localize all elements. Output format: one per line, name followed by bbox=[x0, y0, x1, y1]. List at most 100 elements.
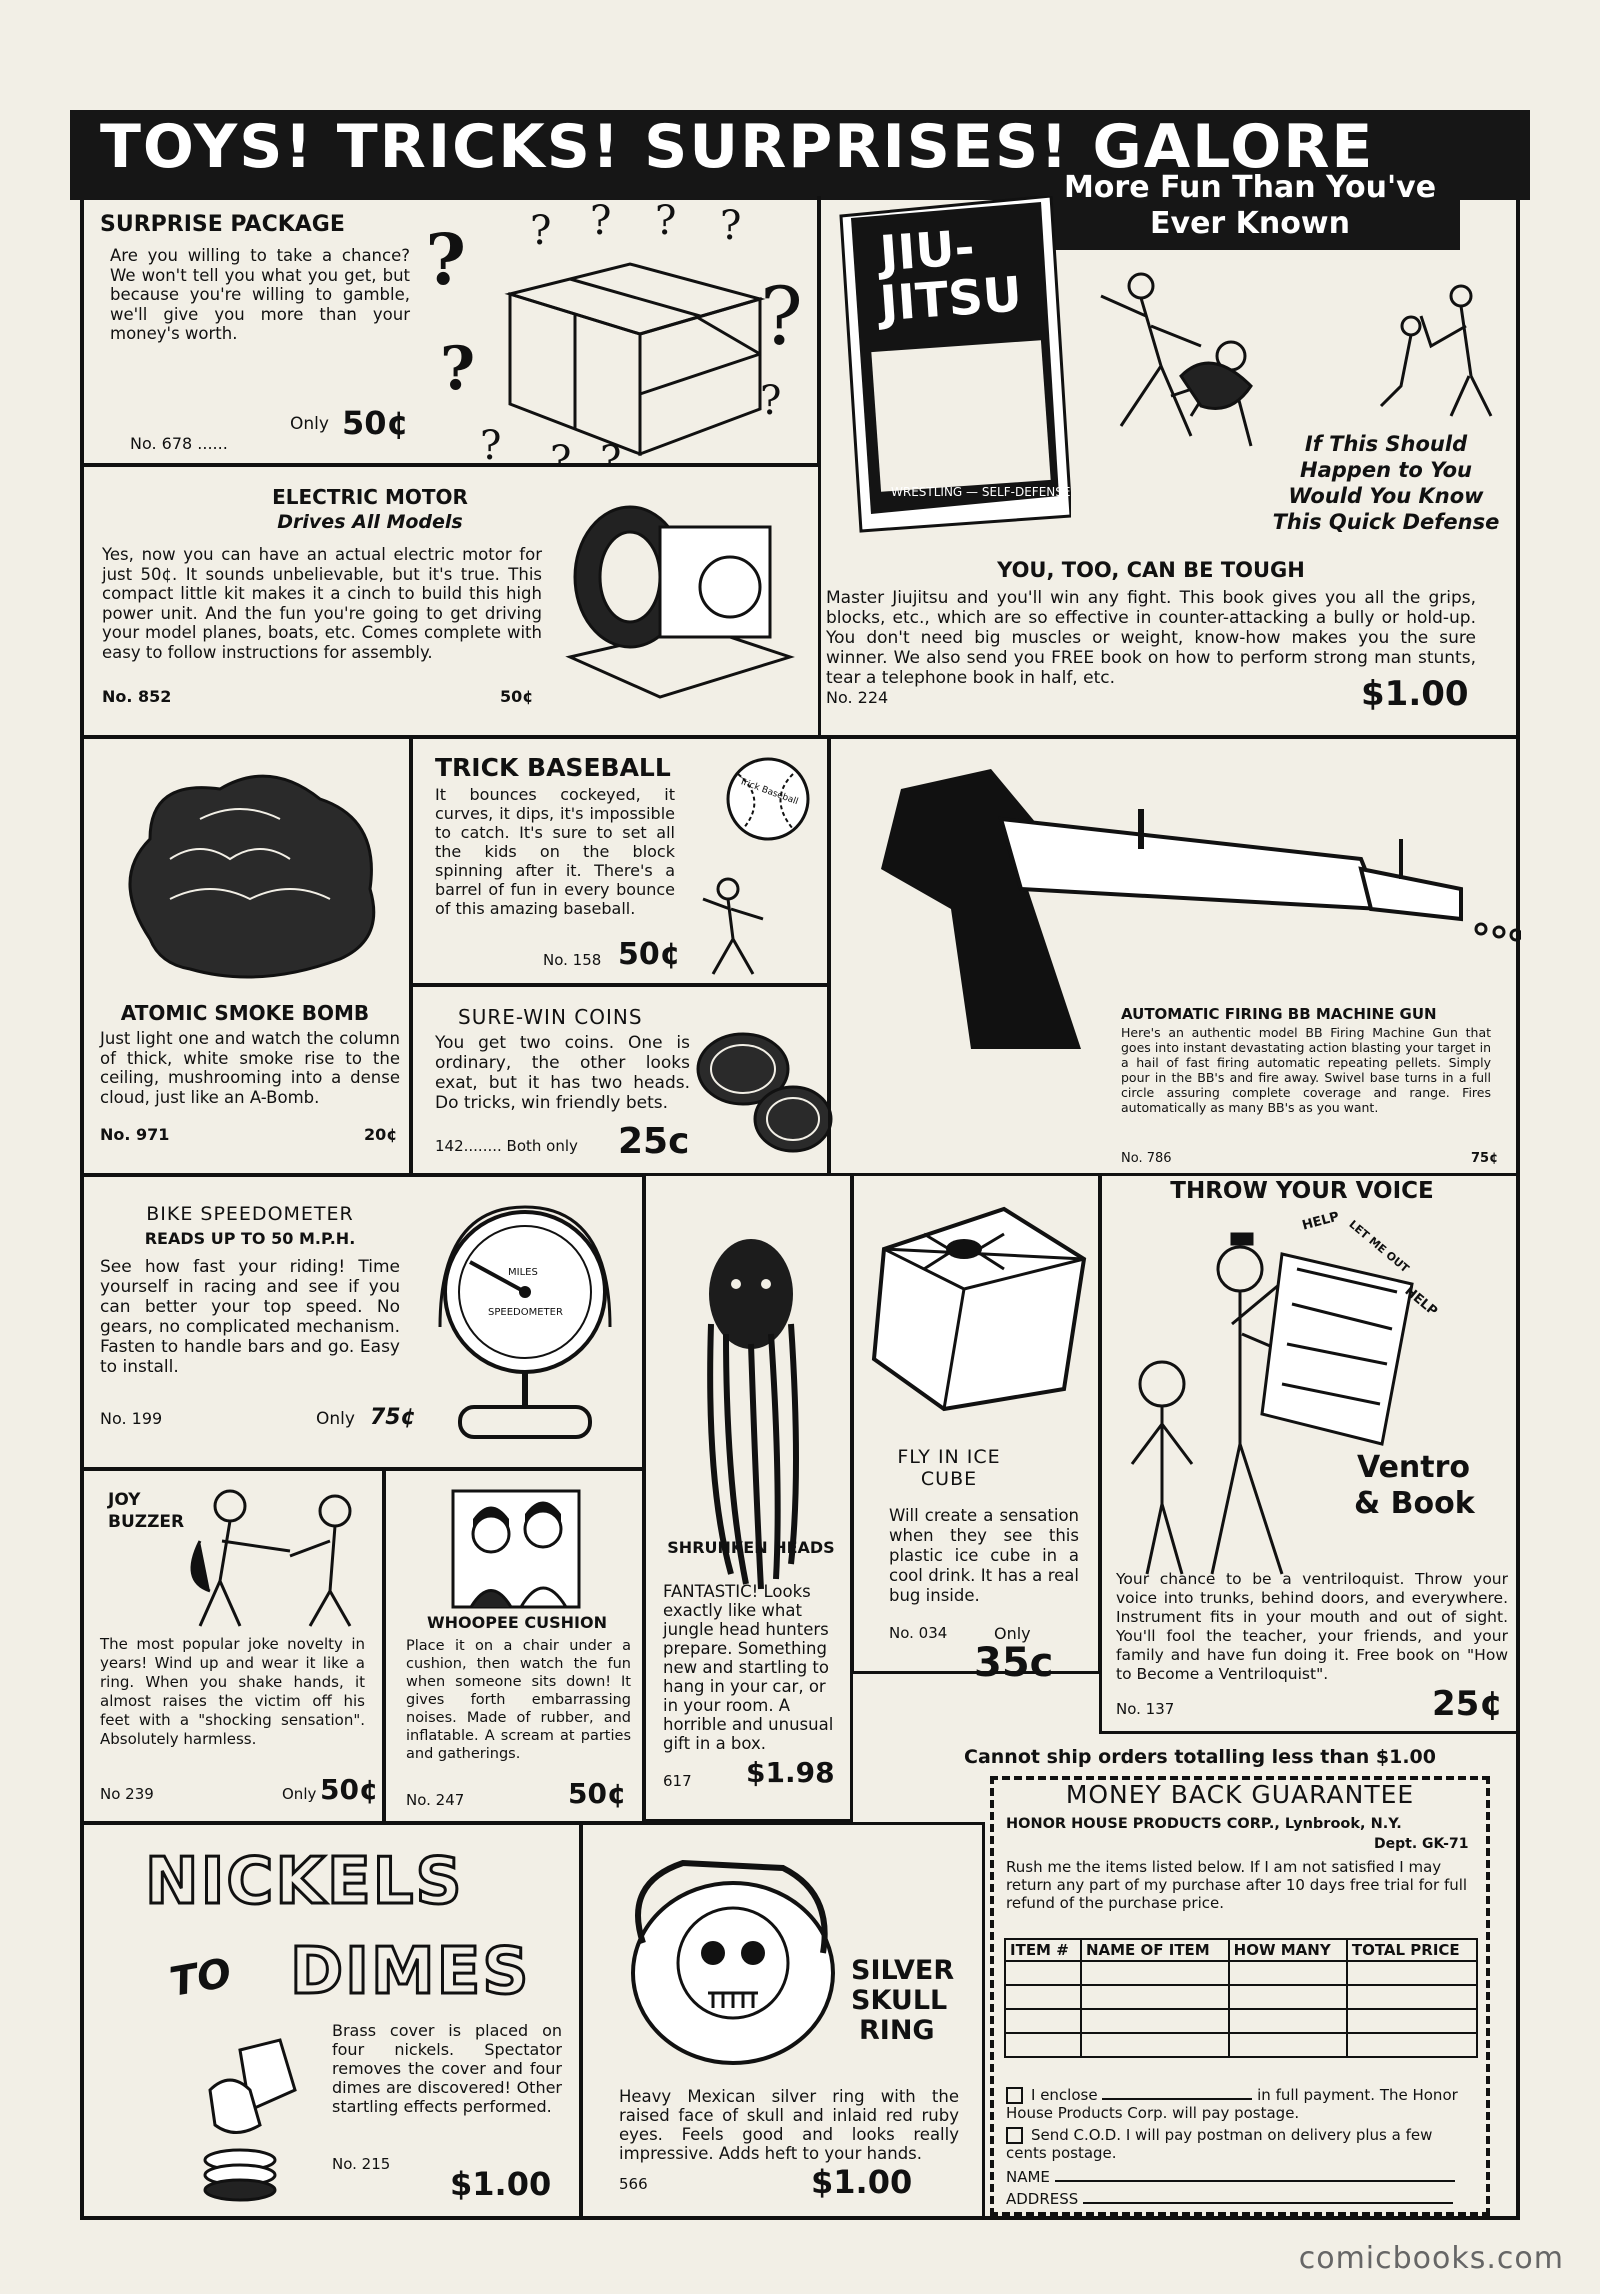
enclose-amount-field[interactable] bbox=[1102, 2098, 1253, 2100]
baseball-title: TRICK BASEBALL bbox=[435, 753, 671, 782]
order-cell[interactable] bbox=[1079, 1984, 1230, 2010]
order-cell[interactable] bbox=[1004, 2008, 1082, 2034]
order-cell[interactable] bbox=[1004, 1960, 1082, 1986]
voice-number: No. 137 bbox=[1116, 1700, 1175, 1718]
order-cell[interactable] bbox=[1079, 1960, 1230, 1986]
speedo-only: Only bbox=[316, 1409, 355, 1429]
heads-price: $1.98 bbox=[746, 1756, 835, 1789]
svg-text:JITSU: JITSU bbox=[875, 266, 1024, 332]
joy-only: Only bbox=[282, 1785, 317, 1803]
order-cell[interactable] bbox=[1079, 2032, 1230, 2058]
gun-number: No. 786 bbox=[1121, 1151, 1172, 1166]
jiujitsu-caption: If This Should Happen to You Would You K… bbox=[1272, 432, 1500, 534]
smoke-cloud-icon bbox=[128, 774, 376, 979]
order-cell[interactable] bbox=[1227, 2032, 1348, 2058]
ventriloquist-scene-icon bbox=[1130, 1232, 1414, 1575]
order-cell[interactable] bbox=[1345, 1960, 1479, 1986]
order-cell[interactable] bbox=[1345, 2008, 1479, 2034]
whoopee-title: WHOOPEE CUSHION bbox=[427, 1613, 607, 1632]
ice-title: FLY IN ICE CUBE bbox=[897, 1446, 1001, 1490]
whoopee-price: 50¢ bbox=[568, 1777, 627, 1810]
smoke-body: Just light one and watch the column of t… bbox=[100, 1029, 400, 1107]
smoke-title: ATOMIC SMOKE BOMB bbox=[120, 1001, 370, 1025]
throw-your-voice-panel: THROW YOUR VOICE HELP LET ME OUT HELP Ve… bbox=[1099, 1174, 1520, 1734]
surprise-body: Are you willing to take a chance? We won… bbox=[110, 246, 410, 343]
svg-text:?: ? bbox=[720, 204, 741, 249]
speedo-dial-label: SPEEDOMETER bbox=[488, 1307, 563, 1318]
address-field[interactable] bbox=[1083, 2202, 1454, 2204]
fly-in-ice-cube-panel: FLY IN ICE CUBE Will create a sensation … bbox=[851, 1174, 1101, 1686]
gun-title: AUTOMATIC FIRING BB MACHINE GUN bbox=[1121, 1005, 1437, 1023]
surprise-price: 50¢ bbox=[342, 404, 409, 442]
speedo-subtitle: READS UP TO 50 M.P.H. bbox=[144, 1229, 356, 1248]
surprise-only: Only bbox=[290, 414, 329, 434]
electric-motor-panel: ELECTRIC MOTOR Drives All Models Yes, no… bbox=[80, 464, 821, 738]
nickels-line3: DIMES bbox=[288, 1934, 531, 2011]
whoopee-body: Place it on a chair under a cushion, the… bbox=[406, 1638, 631, 1762]
nickels-line1: NICKELS bbox=[144, 1844, 464, 1921]
order-cell[interactable] bbox=[1004, 2032, 1082, 2058]
silver-skull-ring-panel: SILVER SKULL RING Heavy Mexican silver r… bbox=[580, 1822, 985, 2220]
order-cell[interactable] bbox=[1345, 1984, 1479, 2010]
coins-body: You get two coins. One is ordinary, the … bbox=[435, 1033, 690, 1113]
order-dept: Dept. GK-71 bbox=[1374, 1836, 1469, 1852]
trick-baseball-panel: TRICK BASEBALL It bounces cockeyed, it c… bbox=[410, 736, 830, 986]
jiujitsu-price: $1.00 bbox=[1361, 674, 1469, 714]
fighters-illustration-icon bbox=[1100, 272, 1493, 447]
skull-body: Heavy Mexican silver ring with the raise… bbox=[619, 2087, 959, 2163]
nickels-line2: TO bbox=[166, 1950, 235, 2006]
order-address-row: ADDRESS bbox=[1006, 2190, 1476, 2208]
two-coins-icon bbox=[696, 1032, 833, 1153]
enclose-checkbox[interactable] bbox=[1006, 2087, 1023, 2104]
svg-text:?: ? bbox=[760, 378, 781, 424]
svg-text:JIU-: JIU- bbox=[875, 220, 976, 283]
joy-body: The most popular joke novelty in years! … bbox=[100, 1635, 365, 1748]
speedo-price: 75¢ bbox=[370, 1405, 416, 1430]
nickels-body: Brass cover is placed on four nickels. S… bbox=[332, 2021, 562, 2116]
speedometer-icon bbox=[438, 1205, 612, 1439]
skull-title-line1: SILVER bbox=[851, 1955, 955, 1986]
order-cell[interactable] bbox=[1227, 1960, 1348, 1986]
order-cod-row: Send C.O.D. I will pay postman on delive… bbox=[1006, 2126, 1476, 2162]
heads-number: 617 bbox=[663, 1772, 692, 1790]
bike-speedometer-panel: BIKE SPEEDOMETER READS UP TO 50 M.P.H. S… bbox=[80, 1174, 645, 1470]
name-field[interactable] bbox=[1054, 2180, 1455, 2182]
voice-label-2: & Book bbox=[1354, 1486, 1475, 1521]
motor-number: No. 852 bbox=[102, 687, 172, 706]
order-cell[interactable] bbox=[1227, 2008, 1348, 2034]
gun-body: Here's an authentic model BB Firing Mach… bbox=[1121, 1025, 1491, 1115]
electric-motor-icon bbox=[565, 505, 795, 699]
order-enclose-b: in full payment. The Honor House Product… bbox=[1006, 2086, 1458, 2122]
order-cell[interactable] bbox=[1004, 1984, 1082, 2010]
svg-text:?: ? bbox=[480, 423, 501, 464]
order-cell[interactable] bbox=[1345, 2032, 1479, 2058]
cod-checkbox[interactable] bbox=[1006, 2127, 1023, 2144]
joy-buzzer-panel: JOY BUZZER The most popular joke novelty… bbox=[80, 1468, 385, 1824]
banner-subtitle: More Fun Than You've Ever Known bbox=[1040, 168, 1460, 250]
watermark: comicbooks.com bbox=[1298, 2241, 1564, 2276]
whoopee-number: No. 247 bbox=[406, 1791, 465, 1809]
jiujitsu-number: No. 224 bbox=[826, 688, 889, 707]
order-col-item: ITEM # bbox=[1004, 1938, 1082, 1962]
heads-body: FANTASTIC! Looks exactly like what jungl… bbox=[663, 1582, 834, 1753]
gun-price: 75¢ bbox=[1471, 1151, 1499, 1166]
coins-title: SURE-WIN COINS bbox=[458, 1005, 643, 1029]
baseball-price: 50¢ bbox=[618, 937, 681, 972]
order-cell[interactable] bbox=[1227, 1984, 1348, 2010]
order-cell[interactable] bbox=[1079, 2008, 1230, 2034]
speedo-body: See how fast your riding! Time yourself … bbox=[100, 1257, 400, 1377]
svg-text:?: ? bbox=[530, 208, 551, 254]
order-col-howmany: HOW MANY bbox=[1227, 1938, 1348, 1962]
svg-text:?: ? bbox=[430, 218, 466, 301]
surprise-number: No. 678 ...... bbox=[130, 434, 228, 453]
surprise-title: SURPRISE PACKAGE bbox=[100, 212, 345, 237]
motor-price: 50¢ bbox=[500, 687, 534, 706]
svg-text:?: ? bbox=[655, 204, 676, 244]
baseball-player-icon bbox=[702, 757, 810, 975]
order-enclose-row: I enclose in full payment. The Honor Hou… bbox=[1006, 2086, 1476, 2122]
svg-text:?: ? bbox=[590, 204, 611, 244]
skull-title-line2: SKULL bbox=[851, 1985, 948, 2016]
voice-title: THROW YOUR VOICE bbox=[1170, 1178, 1434, 1204]
order-company: HONOR HOUSE PRODUCTS CORP., Lynbrook, N.… bbox=[1006, 1816, 1402, 1832]
order-name-row: NAME bbox=[1006, 2168, 1476, 2186]
